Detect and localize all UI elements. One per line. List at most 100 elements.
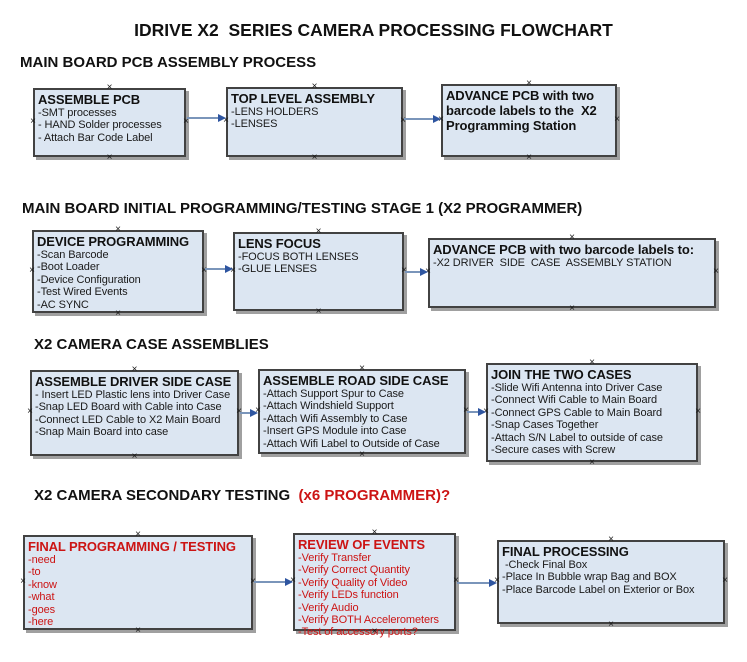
- box-items: -Scan Barcode-Boot Loader-Device Configu…: [37, 249, 199, 311]
- box-items: -Verify Transfer-Verify Correct Quantity…: [298, 552, 451, 639]
- box-line: -Snap Cases Together: [491, 419, 599, 432]
- box-line: -Verify Transfer: [298, 552, 371, 564]
- flow-arrow-roadside-to-join[interactable]: [467, 407, 486, 417]
- box-line: - HAND Solder processes: [38, 119, 162, 132]
- connection-handle-icon: ×: [695, 405, 701, 417]
- flow-arrow-toplevel-to-advance[interactable]: [404, 114, 441, 124]
- box-line: -SMT processes: [38, 107, 117, 119]
- section-header-pcb-assembly: MAIN BOARD PCB ASSEMBLY PROCESS: [20, 54, 317, 71]
- box-line: - Attach Bar Code Label: [38, 131, 153, 144]
- box-line: -Attach Wifi Assembly to Case: [263, 412, 408, 425]
- box-final-processing[interactable]: FINAL PROCESSING -Check Final Box-Place …: [494, 535, 728, 630]
- box-review-of-events[interactable]: REVIEW OF EVENTS -Verify Transfer-Verify…: [290, 528, 459, 639]
- box-line: -Place Barcode Label on Exterior or Box: [502, 583, 695, 596]
- box-line: -Boot Loader: [37, 261, 100, 274]
- box-line: -Scan Barcode: [37, 249, 109, 261]
- arrow-line: [457, 582, 490, 584]
- arrow-head-icon: [433, 115, 441, 123]
- flow-arrow-driverside-to-roadside[interactable]: [240, 408, 258, 418]
- connection-handle-icon: ×: [359, 449, 365, 460]
- connection-handle-icon: ×: [131, 451, 138, 462]
- box-lens-focus[interactable]: LENS FOCUS -FOCUS BOTH LENSES-GLUE LENSE…: [230, 227, 407, 317]
- arrow-head-icon: [218, 114, 226, 122]
- box-line: -Verify Quality of Video: [298, 576, 408, 589]
- box-advance-pcb-to-programming-station[interactable]: ADVANCE PCB with two barcode labels to t…: [438, 79, 620, 163]
- box-line: -Verify BOTH Accelerometers: [298, 614, 439, 627]
- connection-handle-icon: ×: [614, 113, 620, 125]
- box-line: -Secure cases with Screw: [491, 444, 616, 457]
- connection-handle-icon: ×: [315, 306, 322, 317]
- box-title: DEVICE PROGRAMMING: [37, 234, 190, 249]
- box-line: -AC SYNC: [37, 298, 89, 311]
- box-top-level-assembly[interactable]: TOP LEVEL ASSEMBLY -LENS HOLDERS-LENSES …: [223, 82, 406, 163]
- box-line: -to: [28, 566, 41, 579]
- box-device-programming[interactable]: DEVICE PROGRAMMING -Scan Barcode-Boot Lo…: [29, 225, 207, 319]
- box-line: -here: [28, 616, 54, 629]
- box-line: -X2 DRIVER SIDE CASE ASSEMBLY STATION: [433, 257, 672, 269]
- arrow-head-icon: [489, 579, 497, 587]
- box-line: -Verify Audio: [298, 601, 359, 614]
- box-line: -Slide Wifi Antenna into Driver Case: [491, 382, 663, 394]
- box-items: -FOCUS BOTH LENSES-GLUE LENSES: [238, 251, 399, 276]
- arrow-line: [205, 268, 226, 270]
- connection-handle-icon: ×: [106, 152, 113, 163]
- box-advance-pcb-to-case-station[interactable]: ADVANCE PCB with two barcode labels to: …: [425, 233, 719, 314]
- box-line: -FOCUS BOTH LENSES: [238, 251, 359, 263]
- box-items: -need-to-know-what-goes-here: [28, 554, 248, 628]
- flow-arrow-finalprog-to-review[interactable]: [254, 577, 293, 587]
- box-title: REVIEW OF EVENTS: [298, 537, 425, 552]
- box-title: ASSEMBLE PCB: [38, 92, 141, 107]
- box-line: -what: [28, 591, 55, 604]
- box-items: -Slide Wifi Antenna into Driver Case-Con…: [491, 382, 693, 456]
- connection-handle-icon: ×: [569, 303, 575, 314]
- box-items: -X2 DRIVER SIDE CASE ASSEMBLY STATION: [433, 257, 711, 269]
- section-header-red-part: (x6 PROGRAMMER)?: [298, 487, 451, 504]
- box-items: -Attach Support Spur to Case-Attach Wind…: [263, 388, 461, 450]
- arrow-line: [405, 271, 421, 273]
- box-line: -Attach Windshield Support: [263, 400, 394, 413]
- box-line: -Verify Correct Quantity: [298, 564, 410, 577]
- box-line: -need: [28, 554, 56, 566]
- box-title: JOIN THE TWO CASES: [491, 367, 632, 382]
- box-line: -Connect LED Cable to X2 Main Board: [35, 413, 221, 426]
- flow-arrow-review-to-finalproc[interactable]: [457, 578, 497, 588]
- page-title: IDRIVE X2 SERIES CAMERA PROCESSING FLOWC…: [134, 20, 613, 40]
- arrow-head-icon: [285, 578, 293, 586]
- flow-arrow-programming-to-lensfocus[interactable]: [205, 264, 233, 274]
- box-assemble-road-side-case[interactable]: ASSEMBLE ROAD SIDE CASE -Attach Support …: [255, 364, 469, 460]
- arrow-line: [254, 581, 286, 583]
- connection-handle-icon: ×: [526, 152, 532, 163]
- arrow-line: [240, 412, 251, 414]
- box-line: -Check Final Box: [502, 559, 588, 571]
- box-line: -Test Wired Events: [37, 286, 128, 299]
- box-line: -Snap Main Board into case: [35, 426, 169, 439]
- box-line: -goes: [28, 603, 56, 616]
- box-line: -Connect Wifi Cable to Main Board: [491, 394, 658, 407]
- box-assemble-driver-side-case[interactable]: ASSEMBLE DRIVER SIDE CASE - Insert LED P…: [27, 365, 242, 462]
- arrow-line: [187, 117, 219, 119]
- connection-handle-icon: ×: [27, 406, 33, 417]
- box-items: - Insert LED Plastic lens into Driver Ca…: [35, 389, 234, 439]
- box-line: -Verify LEDs function: [298, 589, 399, 602]
- box-items: -Check Final Box-Place In Bubble wrap Ba…: [502, 559, 720, 596]
- arrow-line: [404, 118, 434, 120]
- box-line: -LENSES: [231, 118, 278, 131]
- box-items: -SMT processes- HAND Solder processes- A…: [38, 107, 181, 144]
- box-line: -Attach Wifi Label to Outside of Case: [263, 437, 440, 450]
- box-line: -Attach S/N Label to outside of case: [491, 431, 663, 444]
- box-assemble-pcb[interactable]: ASSEMBLE PCB -SMT processes- HAND Solder…: [30, 83, 189, 163]
- flow-arrow-assemble-to-toplevel[interactable]: [187, 113, 226, 123]
- connection-handle-icon: ×: [713, 266, 719, 277]
- box-line: -Test of accessory ports?: [298, 626, 418, 639]
- box-title: ASSEMBLE DRIVER SIDE CASE: [35, 374, 232, 389]
- flow-arrow-lensfocus-to-advance[interactable]: [405, 267, 428, 277]
- arrow-head-icon: [478, 408, 486, 416]
- section-header-secondary-testing: X2 CAMERA SECONDARY TESTING (x6 PROGRAMM…: [34, 487, 450, 504]
- box-line: -Connect GPS Cable to Main Board: [491, 406, 663, 419]
- box-title: FINAL PROGRAMMING / TESTING: [28, 539, 236, 554]
- connection-handle-icon: ×: [589, 457, 595, 468]
- box-final-programming-testing[interactable]: FINAL PROGRAMMING / TESTING -need-to-kno…: [20, 530, 256, 636]
- box-join-the-two-cases[interactable]: JOIN THE TWO CASES -Slide Wifi Antenna i…: [483, 358, 701, 468]
- box-line: -Snap LED Board with Cable into Case: [35, 401, 222, 414]
